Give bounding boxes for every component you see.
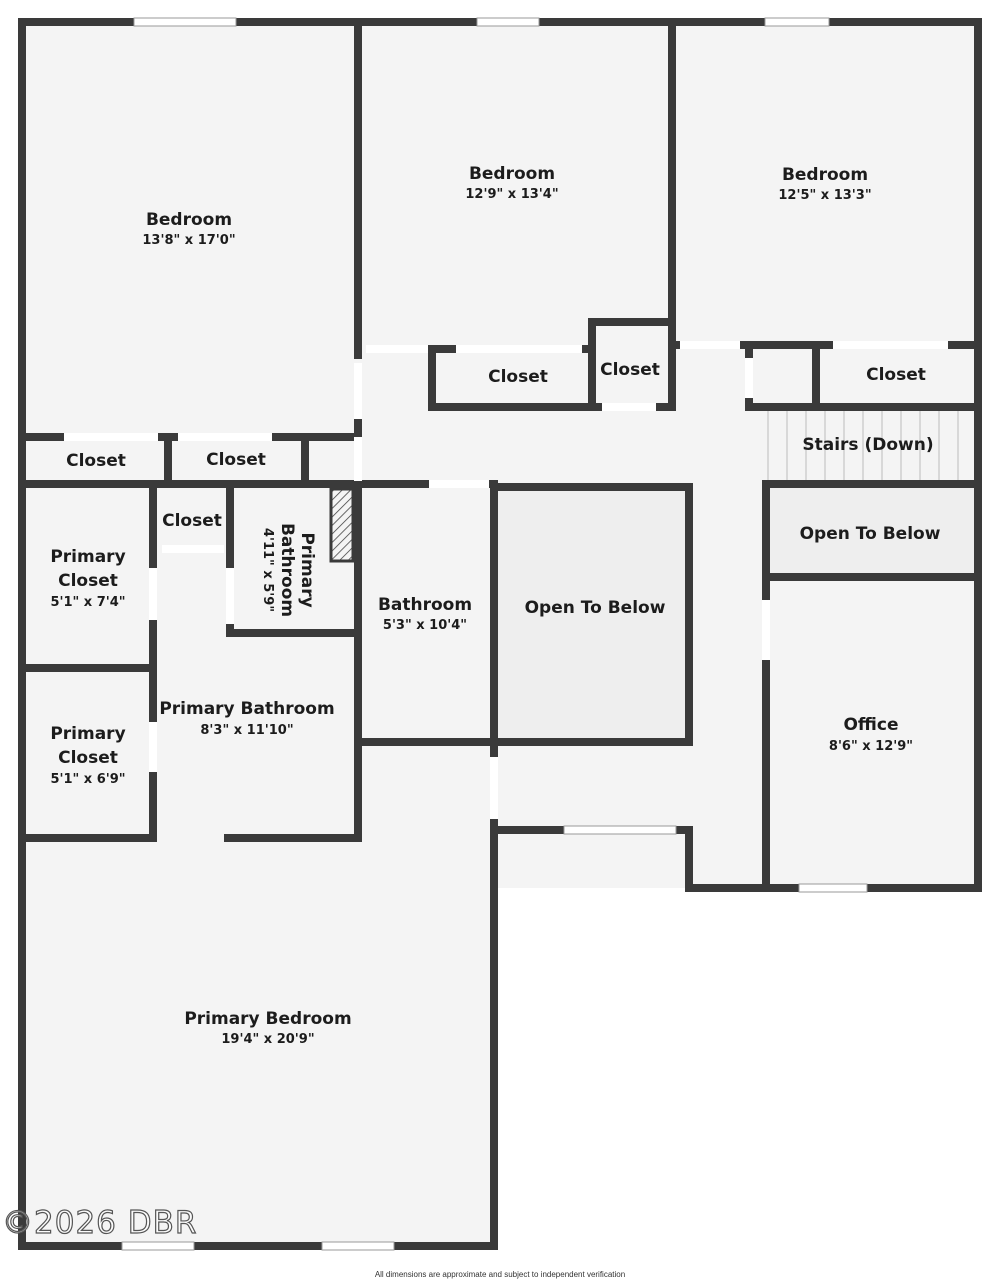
bedroom-3-name: Bedroom	[782, 165, 868, 185]
open-below-small-name: Open To Below	[800, 524, 941, 544]
disclaimer: All dimensions are approximate and subje…	[374, 1270, 626, 1279]
closet-d-name: Closet	[66, 451, 126, 471]
primary-closet-2-dims: 5'1" x 6'9"	[50, 772, 125, 787]
primary-bathroom-name: Primary Bathroom	[159, 699, 334, 719]
windows	[121, 17, 868, 1251]
bedroom-1-name: Bedroom	[146, 210, 232, 230]
primary-bedroom-name: Primary Bedroom	[184, 1009, 351, 1029]
primary-bath-small-name-line1: Primary	[297, 532, 317, 607]
window	[121, 1241, 195, 1251]
primary-closet-2-name-line2: Closet	[58, 748, 118, 768]
window	[798, 883, 868, 893]
floor-primary-bedroom	[22, 830, 494, 1246]
bedroom-2-dims: 12'9" x 13'4"	[465, 187, 558, 202]
closet-b-name: Closet	[600, 360, 660, 380]
bathroom-dims: 5'3" x 10'4"	[383, 618, 467, 633]
window	[133, 17, 237, 27]
closet-e-name: Closet	[206, 450, 266, 470]
window	[321, 1241, 395, 1251]
office-dims: 8'6" x 12'9"	[829, 739, 913, 754]
bedroom-3-dims: 12'5" x 13'3"	[778, 188, 871, 203]
window	[764, 17, 830, 27]
floor-hall-lower	[494, 745, 689, 835]
stairs-name: Stairs (Down)	[802, 435, 933, 455]
primary-bath-small-name-line2: Bathroom	[277, 523, 297, 617]
primary-bathroom-dims: 8'3" x 11'10"	[200, 723, 293, 738]
office-name: Office	[843, 715, 898, 735]
primary-closet-1-name-line2: Closet	[58, 571, 118, 591]
primary-closet-1-name-line1: Primary	[50, 547, 125, 567]
bathroom-name: Bathroom	[378, 595, 472, 615]
primary-closet-1-dims: 5'1" x 7'4"	[50, 595, 125, 610]
stairs-treads	[767, 410, 959, 484]
window	[563, 825, 677, 835]
primary-bedroom-dims: 19'4" x 20'9"	[221, 1032, 314, 1047]
bedroom-1-dims: 13'8" x 17'0"	[142, 233, 235, 248]
closet-f-name: Closet	[162, 511, 222, 531]
open-below-large-name: Open To Below	[525, 598, 666, 618]
open-below-small-area	[766, 487, 974, 575]
primary-bath-small-label: Primary Bathroom 4'11" x 5'9"	[260, 523, 317, 617]
bedroom-2-name: Bedroom	[469, 164, 555, 184]
door-openings	[64, 341, 948, 819]
closet-a-name: Closet	[488, 367, 548, 387]
room-labels: Bedroom 13'8" x 17'0" Bedroom 12'9" x 13…	[50, 164, 940, 1047]
primary-bath-small-dims: 4'11" x 5'9"	[260, 528, 275, 612]
watermark: ©2026 DBR	[1, 1204, 198, 1241]
window	[476, 17, 540, 27]
open-below-large-area	[494, 487, 689, 743]
closet-c-name: Closet	[866, 365, 926, 385]
primary-closet-2-name-line1: Primary	[50, 724, 125, 744]
duct-chase	[329, 487, 355, 563]
